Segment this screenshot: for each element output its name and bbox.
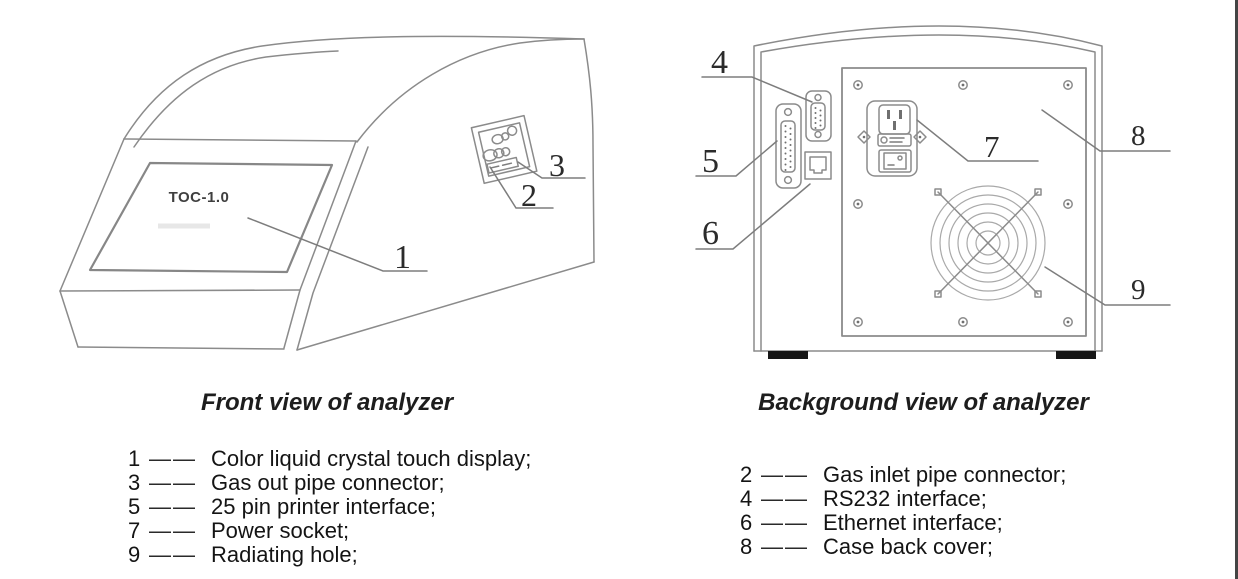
legend-number: 9: [128, 542, 141, 567]
callout-6: 6: [695, 183, 811, 252]
callout-1-number: 1: [394, 239, 411, 276]
callout-4-number: 4: [711, 44, 728, 81]
callout-6-number: 6: [702, 215, 719, 252]
legend-left-column: 1 —— Color liquid crystal touch display;…: [128, 447, 531, 567]
legend-label: Gas inlet pipe connector;: [823, 462, 1067, 487]
fuse-drawer: [877, 133, 912, 147]
legend-label: 25 pin printer interface;: [211, 494, 437, 519]
db9-pins: [814, 107, 822, 129]
module-screw-left: [857, 130, 871, 144]
legend-item-7: 7 —— Power socket;: [128, 519, 531, 543]
front-view-drawing: TOC-1.0: [59, 35, 595, 351]
case-foot-left: [768, 351, 808, 359]
callout-3: 3: [517, 147, 586, 183]
legend-label: Radiating hole;: [211, 542, 358, 567]
db25-printer-port: [775, 103, 802, 189]
fan-grille: [930, 185, 1046, 301]
callout-8-number: 8: [1131, 120, 1146, 152]
legend-label: RS232 interface;: [823, 486, 987, 511]
callout-2: 2: [489, 166, 554, 213]
fan-mounts: [934, 188, 1042, 298]
legend-item-1: 1 —— Color liquid crystal touch display;: [128, 447, 531, 471]
analyzer-body-outline: [59, 35, 595, 351]
legend-number: 8: [740, 534, 753, 559]
db25-pins: [784, 125, 792, 171]
callout-2-number: 2: [521, 177, 537, 213]
legend-item-4: 4 —— RS232 interface;: [740, 487, 1066, 511]
gas-inlet-connector: [482, 146, 511, 162]
callout-7: 7: [916, 119, 1039, 164]
power-socket-module: [857, 100, 927, 177]
back-cover-panel: [841, 67, 1087, 337]
callout-9: 9: [1044, 266, 1171, 306]
legend-item-3: 3 —— Gas out pipe connector;: [128, 471, 531, 495]
screenshot-right-border: [1235, 0, 1238, 579]
connector-label-strip: [486, 156, 519, 174]
legend-number: 1: [128, 446, 141, 471]
legend-item-2: 2 —— Gas inlet pipe connector;: [740, 463, 1066, 487]
power-switch: [878, 149, 912, 173]
legend-dash: ——: [149, 518, 197, 543]
legend-dash: ——: [761, 462, 809, 487]
legend-label: Gas out pipe connector;: [211, 470, 445, 495]
legend-item-9: 9 —— Radiating hole;: [128, 543, 531, 567]
legend-number: 4: [740, 486, 753, 511]
legend-dash: ——: [149, 446, 197, 471]
callout-5: 5: [695, 140, 778, 180]
front-view-caption: Front view of analyzer: [200, 389, 454, 416]
screen-model-label: TOC-1.0: [169, 189, 230, 206]
legend-number: 7: [128, 518, 141, 543]
legend-label: Ethernet interface;: [823, 510, 1003, 535]
callout-3-number: 3: [549, 147, 565, 183]
ethernet-port: [804, 151, 832, 180]
legend-dash: ——: [761, 510, 809, 535]
legend-label: Color liquid crystal touch display;: [211, 446, 532, 471]
legend-number: 3: [128, 470, 141, 495]
back-view-drawing: 4 5 6 7 8 9: [695, 25, 1171, 359]
legend-dash: ——: [149, 470, 197, 495]
legend-label: Case back cover;: [823, 534, 993, 559]
gas-out-connector: [491, 125, 518, 145]
legend-dash: ——: [761, 486, 809, 511]
legend-item-8: 8 —— Case back cover;: [740, 535, 1066, 559]
callout-7-number: 7: [984, 129, 1000, 164]
legend-dash: ——: [149, 542, 197, 567]
callout-1: 1: [247, 217, 428, 276]
callout-4: 4: [701, 44, 813, 103]
callout-8: 8: [1041, 109, 1171, 152]
legend-dash: ——: [761, 534, 809, 559]
db9-rs232-port: [805, 90, 832, 142]
touch-screen: TOC-1.0: [88, 161, 334, 274]
callout-9-number: 9: [1131, 274, 1146, 306]
legend-right-column: 2 —— Gas inlet pipe connector; 4 —— RS23…: [740, 463, 1066, 559]
legend-number: 6: [740, 510, 753, 535]
gas-connector-panel: [470, 114, 538, 185]
legend-label: Power socket;: [211, 518, 350, 543]
legend-item-5: 5 —— 25 pin printer interface;: [128, 495, 531, 519]
legend-number: 5: [128, 494, 141, 519]
back-view-caption: Background view of analyzer: [758, 389, 1089, 416]
callout-5-number: 5: [702, 143, 719, 180]
legend-number: 2: [740, 462, 753, 487]
legend-item-6: 6 —— Ethernet interface;: [740, 511, 1066, 535]
case-foot-right: [1056, 351, 1096, 359]
legend-dash: ——: [149, 494, 197, 519]
iec-inlet: [878, 104, 911, 135]
panel-screws: [853, 80, 1073, 327]
case-outline: [753, 25, 1103, 359]
module-screw-right: [913, 130, 927, 144]
